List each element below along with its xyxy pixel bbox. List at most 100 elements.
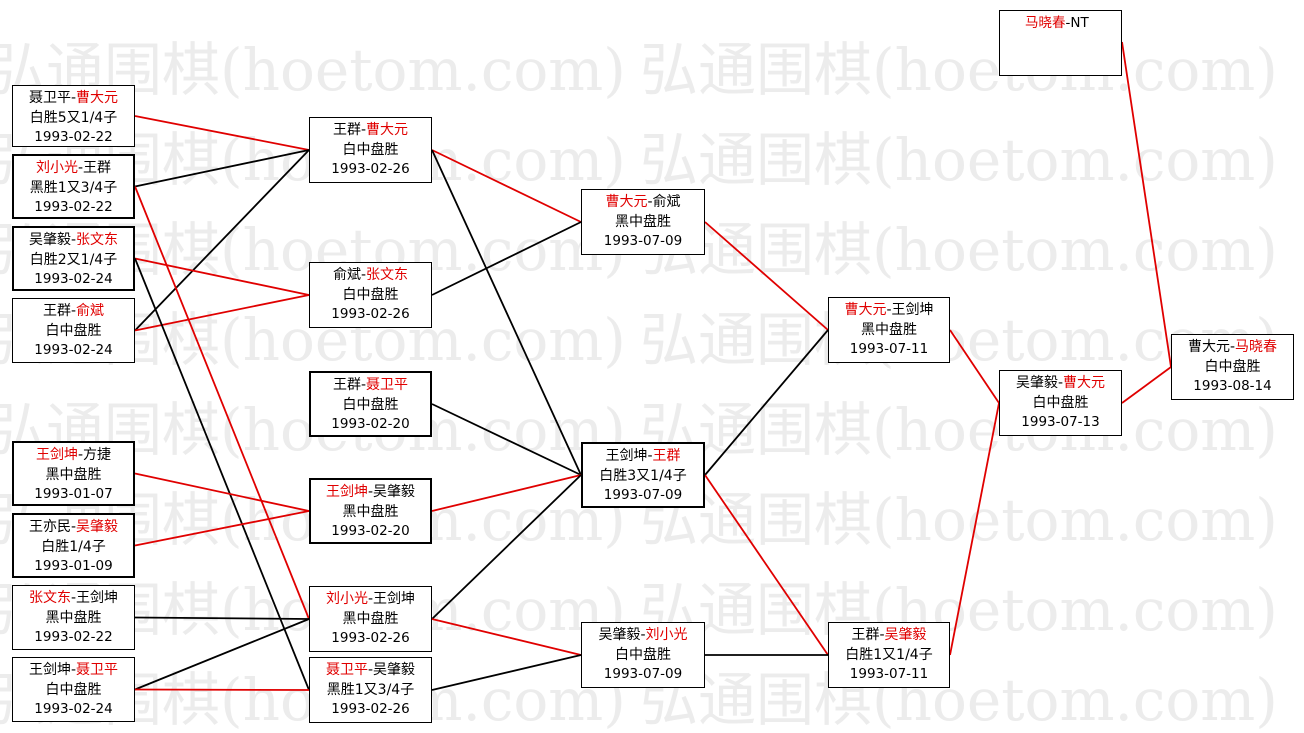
date: 1993-07-11 (849, 341, 929, 357)
player2: 吴肇毅 (373, 662, 416, 678)
link-r2_5-r3_3 (431, 618, 582, 656)
link-r2_6-r3_3 (431, 654, 582, 691)
player2: 曹大元 (366, 122, 409, 138)
player2: 吴肇毅 (884, 627, 927, 643)
match-r2_3: 王群-聂卫平 白中盘胜 1993-02-20 (309, 371, 432, 437)
date: 1993-02-20 (331, 523, 410, 539)
match-r3_3: 吴肇毅-刘小光 白中盘胜 1993-07-09 (581, 622, 705, 688)
player2: 王剑坤 (891, 302, 934, 318)
player2: 曹大元 (76, 90, 119, 106)
link-r3_2-r4_2 (704, 474, 829, 656)
date: 1993-07-09 (603, 487, 683, 503)
match-r2_6: 聂卫平-吴肇毅 黑胜1又3/4子 1993-02-26 (309, 657, 432, 723)
date: 1993-01-07 (34, 486, 113, 502)
result: 白中盘胜 (342, 141, 399, 158)
link-r1_3-r2_2 (134, 257, 310, 296)
player2: 刘小光 (645, 627, 688, 643)
player2: 王剑坤 (76, 590, 119, 606)
match-r1_1: 聂卫平-曹大元 白胜5又1/4子 1993-02-22 (12, 85, 135, 147)
date: 1993-02-22 (34, 129, 113, 145)
player1: 张文东 (28, 590, 71, 606)
date: 1993-02-22 (34, 629, 113, 645)
date: 1993-07-11 (849, 666, 929, 682)
player1: 聂卫平 (325, 662, 368, 678)
link-r3_1-r4_1 (704, 221, 829, 331)
result: 白中盘胜 (615, 646, 671, 663)
link-r1_2-r2_5 (134, 186, 310, 620)
date: 1993-07-13 (1021, 414, 1100, 430)
date: 1993-02-24 (34, 342, 113, 358)
match-r5_1: 吴肇毅-曹大元 白中盘胜 1993-07-13 (999, 370, 1122, 436)
player2: 聂卫平 (76, 662, 119, 678)
result: 白中盘胜 (342, 286, 399, 303)
link-r4_2-r5_1 (949, 402, 1000, 656)
result: 白胜2又1/4子 (29, 251, 118, 268)
link-r1_1-r2_1 (134, 115, 310, 151)
match-r1_2: 刘小光-王群 黑胜1又3/4子 1993-02-22 (12, 154, 135, 219)
player1: 马晓春 (1025, 15, 1066, 31)
player2: 俞斌 (652, 194, 681, 210)
date: 1993-02-26 (331, 701, 410, 717)
player2: 聂卫平 (366, 377, 409, 393)
player1: 王群 (332, 122, 361, 138)
result: 黑中盘胜 (342, 503, 399, 520)
match-r2_5: 刘小光-王剑坤 黑中盘胜 1993-02-26 (309, 586, 432, 652)
result: 黑中盘胜 (861, 321, 917, 338)
result: 白中盘胜 (342, 396, 399, 413)
link-r4_1-r5_1 (949, 329, 1000, 404)
link-r1_8-r2_5 (134, 618, 310, 691)
player2: 王群 (83, 160, 112, 176)
link-r1_7-r2_5 (134, 616, 310, 620)
match-final: 曹大元-马晓春 白中盘胜 1993-08-14 (1171, 334, 1294, 400)
link-r1_6-r2_4 (134, 510, 310, 547)
player1: 曹大元 (844, 302, 887, 318)
result: 白中盘胜 (1204, 358, 1261, 375)
date: 1993-02-26 (331, 306, 410, 322)
player1: 王剑坤 (325, 484, 368, 500)
player1: 王群 (42, 303, 71, 319)
date: 1993-07-09 (603, 233, 683, 249)
date: 1993-02-22 (34, 199, 113, 215)
result: 黑胜1又3/4子 (326, 681, 415, 698)
player1: 王剑坤 (28, 662, 71, 678)
match-nt: 马晓春-NT (999, 10, 1122, 76)
player1: 王亦民 (28, 519, 71, 535)
match-r1_6: 王亦民-吴肇毅 白胜1/4子 1993-01-09 (12, 513, 135, 578)
result: 黑中盘胜 (615, 213, 671, 230)
result: 白胜3又1/4子 (599, 467, 687, 484)
player1: 王剑坤 (605, 448, 648, 464)
result: 白中盘胜 (45, 681, 102, 698)
match-r4_2: 王群-吴肇毅 白胜1又1/4子 1993-07-11 (828, 622, 950, 688)
result: 白胜1又1/4子 (845, 646, 933, 663)
player1: 刘小光 (35, 160, 78, 176)
link-r2_3-r3_2 (431, 403, 582, 476)
link-r5_1-final (1121, 366, 1172, 404)
link-r2_1-r3_2 (431, 149, 582, 476)
link-r2_1-r3_1 (431, 149, 582, 223)
player2: 曹大元 (1063, 375, 1106, 391)
player2: 吴肇毅 (76, 519, 119, 535)
player2: 王群 (652, 448, 681, 464)
date: 1993-02-24 (34, 271, 113, 287)
player2: 方捷 (83, 447, 112, 463)
date: 1993-02-20 (331, 416, 410, 432)
player1: 王群 (332, 377, 361, 393)
link-r1_5-r2_4 (134, 472, 310, 512)
player1: 俞斌 (332, 267, 361, 283)
link-r2_5-r3_2 (431, 474, 582, 620)
result: 黑中盘胜 (45, 466, 102, 483)
player2: 马晓春 (1235, 339, 1278, 355)
player2: 张文东 (76, 232, 119, 248)
date: 1993-02-24 (34, 701, 113, 717)
player1: 曹大元 (605, 194, 648, 210)
match-r2_4: 王剑坤-吴肇毅 黑中盘胜 1993-02-20 (309, 478, 432, 544)
result: 白胜5又1/4子 (29, 109, 118, 126)
player1: 吴肇毅 (598, 627, 641, 643)
player2: 张文东 (366, 267, 409, 283)
match-r3_2: 王剑坤-王群 白胜3又1/4子 1993-07-09 (581, 442, 705, 508)
match-r1_8: 王剑坤-聂卫平 白中盘胜 1993-02-24 (12, 657, 135, 722)
result: 白中盘胜 (45, 322, 102, 339)
match-r2_2: 俞斌-张文东 白中盘胜 1993-02-26 (309, 262, 432, 328)
